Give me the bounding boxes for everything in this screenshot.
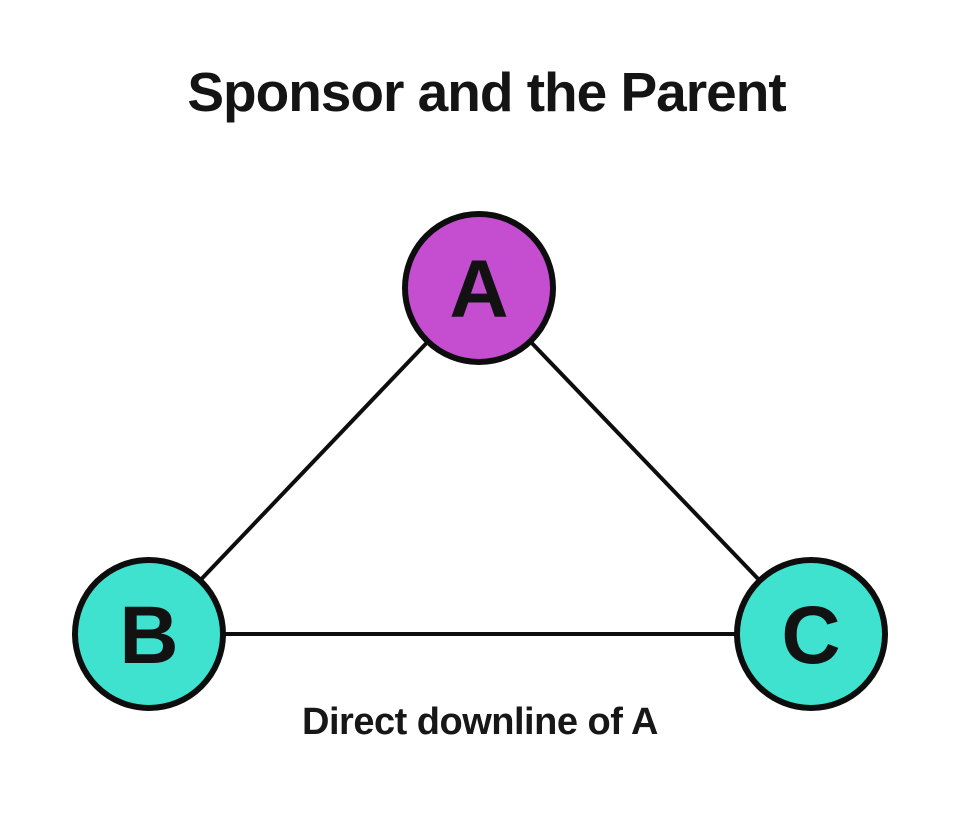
diagram-caption: Direct downline of A	[302, 701, 658, 743]
node-b: B	[72, 557, 226, 711]
edge-a-b	[147, 286, 481, 636]
node-c-label: C	[781, 590, 840, 681]
node-a-circle	[402, 211, 556, 365]
node-c: C	[734, 557, 888, 711]
node-a: A	[402, 211, 556, 365]
edge-a-c	[477, 286, 813, 636]
node-c-circle	[734, 557, 888, 711]
diagram-title: Sponsor and the Parent	[187, 61, 786, 123]
node-b-circle	[72, 557, 226, 711]
node-a-label: A	[449, 244, 508, 335]
node-b-label: B	[119, 590, 178, 681]
